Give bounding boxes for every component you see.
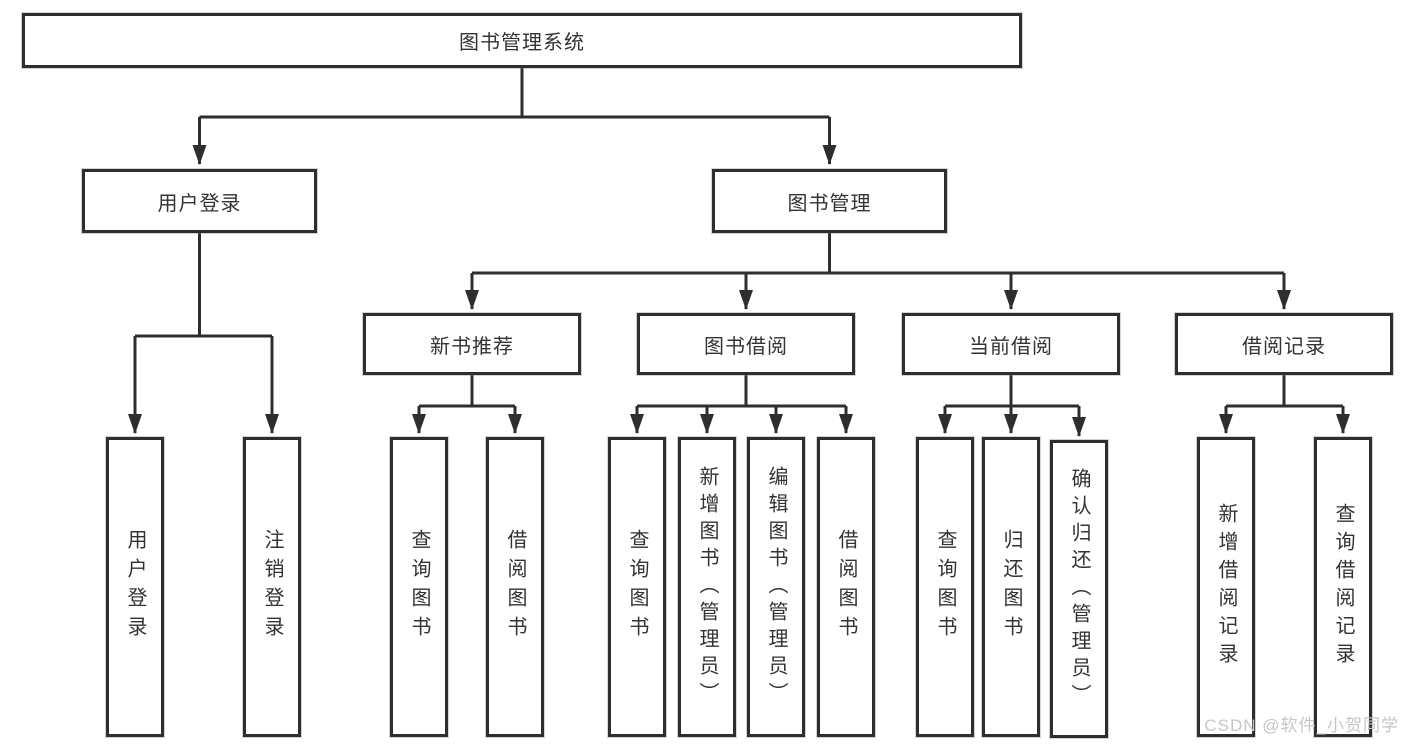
leaf-borrow-books-newbooks: 借阅图书 — [486, 437, 544, 737]
leaf-query-books-current: 查询图书 — [916, 437, 974, 737]
node-current-borrowing: 当前借阅 — [902, 313, 1120, 375]
leaf-borrow-books-borrowing: 借阅图书 — [817, 437, 875, 737]
node-new-book-recommend: 新书推荐 — [363, 313, 581, 375]
connector-records-split — [1226, 375, 1343, 408]
connector-new-books-split — [419, 375, 515, 408]
csdn-watermark: CSDN @软件_小贺同学 — [1204, 716, 1399, 735]
leaf-confirm-return-admin: 确认归还（管理员） — [1050, 440, 1108, 738]
leaf-user-login: 用户登录 — [106, 437, 164, 737]
connector-borrowing-split — [637, 375, 846, 408]
leaf-add-book-admin: 新增图书（管理员） — [678, 437, 736, 737]
leaf-add-borrow-record: 新增借阅记录 — [1197, 437, 1255, 737]
leaf-query-books-borrowing: 查询图书 — [608, 437, 666, 737]
connector-book-management-split — [472, 233, 1284, 275]
connector-root-split — [199, 68, 830, 119]
leaf-edit-book-admin: 编辑图书（管理员） — [747, 437, 805, 737]
leaf-return-book: 归还图书 — [982, 437, 1040, 737]
node-book-management: 图书管理 — [712, 169, 947, 233]
leaf-query-borrow-record: 查询借阅记录 — [1314, 437, 1372, 737]
node-book-borrowing: 图书借阅 — [637, 313, 855, 375]
connector-user-login-split — [135, 233, 272, 338]
node-user-login: 用户登录 — [82, 169, 317, 233]
node-borrowing-records: 借阅记录 — [1175, 313, 1393, 375]
node-root: 图书管理系统 — [22, 13, 1022, 68]
connector-current-split — [945, 375, 1079, 408]
leaf-query-books-newbooks: 查询图书 — [390, 437, 448, 737]
leaf-logout: 注销登录 — [243, 437, 301, 737]
